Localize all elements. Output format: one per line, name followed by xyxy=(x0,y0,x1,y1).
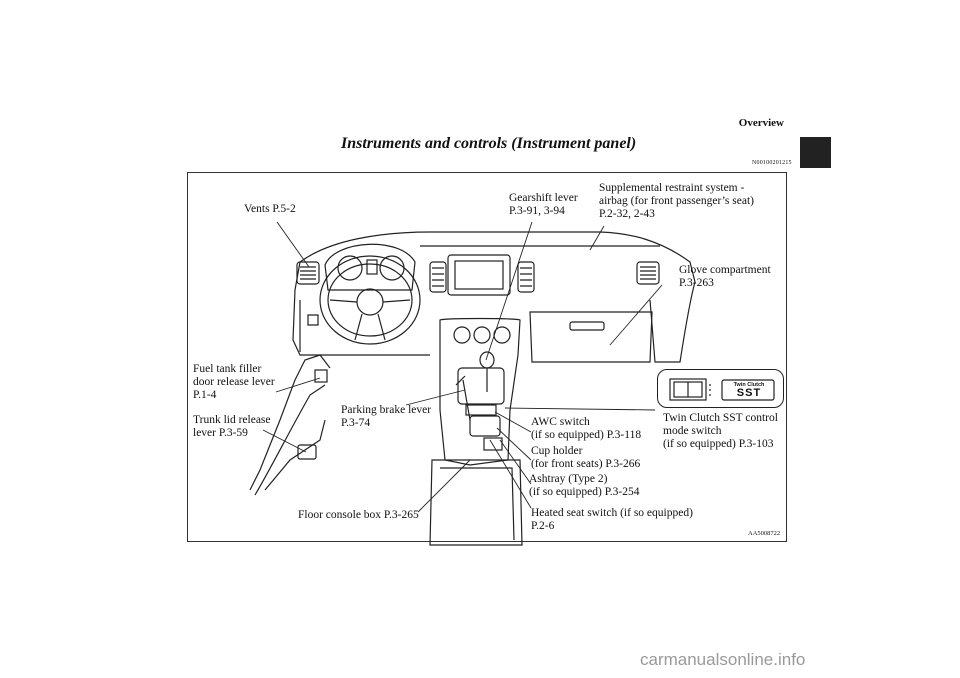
section-tab xyxy=(800,137,831,168)
label-twin-clutch-sst: Twin Clutch SST control mode switch (if … xyxy=(663,412,778,450)
page-title: Instruments and controls (Instrument pan… xyxy=(341,135,637,152)
section-header: Overview xyxy=(738,117,784,129)
label-fuel-tank-filler: Fuel tank filler door release lever P.1-… xyxy=(193,363,275,401)
image-code: AA5008722 xyxy=(748,530,781,537)
label-trunk-lid-release: Trunk lid release lever P.3-59 xyxy=(193,414,271,439)
label-gearshift-lever: Gearshift lever P.3-91, 3-94 xyxy=(509,192,578,217)
figure-frame xyxy=(187,172,787,542)
label-vents: Vents P.5-2 xyxy=(244,203,296,215)
label-parking-brake: Parking brake lever P.3-74 xyxy=(341,404,432,429)
label-heated-seat-switch: Heated seat switch (if so equipped) P.2-… xyxy=(531,507,693,532)
label-floor-console-box: Floor console box P.3-265 xyxy=(298,509,419,521)
label-glove-compartment: Glove compartment P.3-263 xyxy=(679,264,771,289)
label-srs-airbag: Supplemental restraint system - airbag (… xyxy=(599,182,754,220)
label-awc-switch: AWC switch (if so equipped) P.3-118 xyxy=(531,416,642,441)
sst-sub-label: Twin Clutch xyxy=(733,382,765,388)
sst-switch-icon xyxy=(669,378,775,401)
label-cup-holder: Cup holder (for front seats) P.3-266 xyxy=(531,445,641,470)
watermark: carmanualsonline.info xyxy=(640,650,806,669)
sst-switch-inset: Twin Clutch SST xyxy=(657,369,784,408)
document-code: N00100201215 xyxy=(752,160,792,166)
sst-main-label: SST xyxy=(736,387,762,399)
label-ashtray: Ashtray (Type 2) (if so equipped) P.3-25… xyxy=(529,473,640,498)
